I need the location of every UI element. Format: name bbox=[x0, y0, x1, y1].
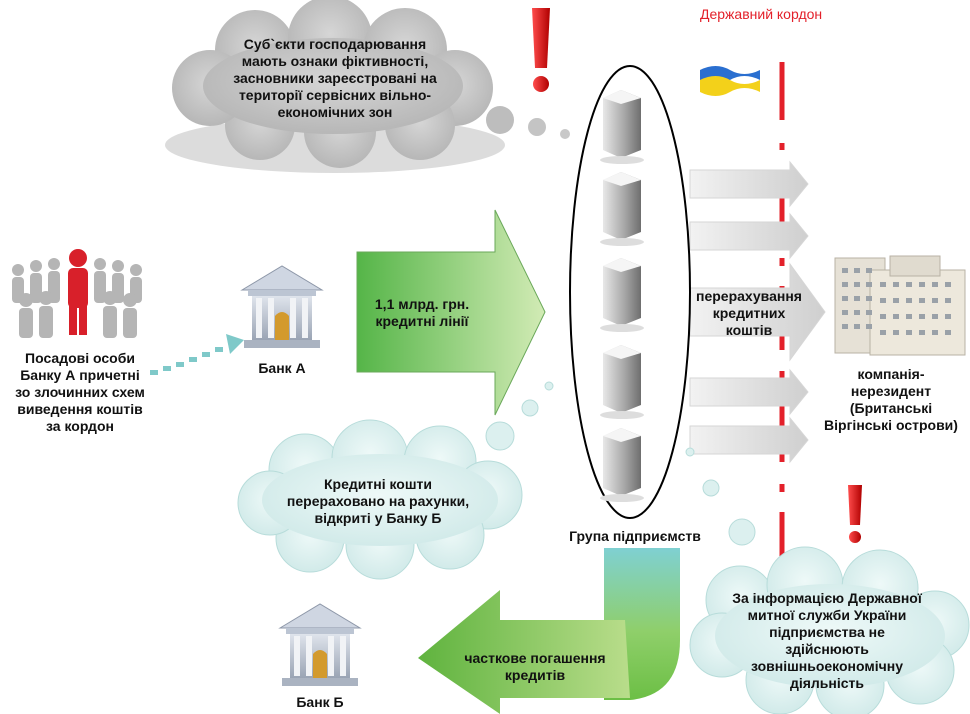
cloud-top-tail bbox=[486, 106, 570, 139]
credit-arrow bbox=[356, 209, 546, 416]
cloud-top bbox=[165, 0, 505, 173]
nonresident-label: компанія- нерезидент (Британські Віргінс… bbox=[824, 366, 958, 433]
bank-b-label: Банк Б bbox=[296, 694, 344, 710]
cloud-credit-text: Кредитні кошти перераховано на рахунки, … bbox=[286, 476, 470, 526]
exclamation-icon-lower bbox=[848, 485, 862, 543]
enterprise-group-label: Група підприємств bbox=[569, 528, 701, 544]
skyscraper-icon bbox=[834, 255, 966, 356]
exclamation-icon bbox=[532, 8, 550, 92]
repay-arrow-text: часткове погашення кредитів bbox=[464, 650, 606, 683]
office-tower-icons bbox=[600, 90, 644, 502]
bank-b-icon bbox=[278, 603, 362, 686]
enterprise-group-ellipse bbox=[569, 65, 691, 519]
cloud-credit bbox=[237, 419, 523, 580]
ukraine-flag-icon bbox=[700, 66, 760, 96]
cloud-customs bbox=[689, 546, 970, 714]
cloud-credit-tail bbox=[485, 381, 554, 451]
cloud-top-text: Суб`єкти господарювання мають ознаки фік… bbox=[233, 36, 437, 120]
bank-a-icon bbox=[240, 265, 324, 348]
transfer-arrows bbox=[689, 160, 826, 464]
bank-a-label: Банк А bbox=[258, 360, 306, 376]
state-border-label: Державний кордон bbox=[700, 6, 823, 22]
officials-to-bank-arrow bbox=[150, 334, 244, 375]
officials-label: Посадові особи Банку А причетні зо злочи… bbox=[15, 350, 145, 434]
people-group-icon bbox=[12, 249, 142, 338]
transfer-text: перерахування кредитних коштів bbox=[696, 288, 802, 338]
cloud-customs-tail bbox=[685, 447, 756, 546]
cloud-customs-text: За інформацією Державної митної служби У… bbox=[732, 590, 922, 691]
repay-arrow-horizontal bbox=[418, 590, 630, 714]
credit-arrow-text: 1,1 млрд. грн. кредитні лінії bbox=[374, 296, 470, 329]
